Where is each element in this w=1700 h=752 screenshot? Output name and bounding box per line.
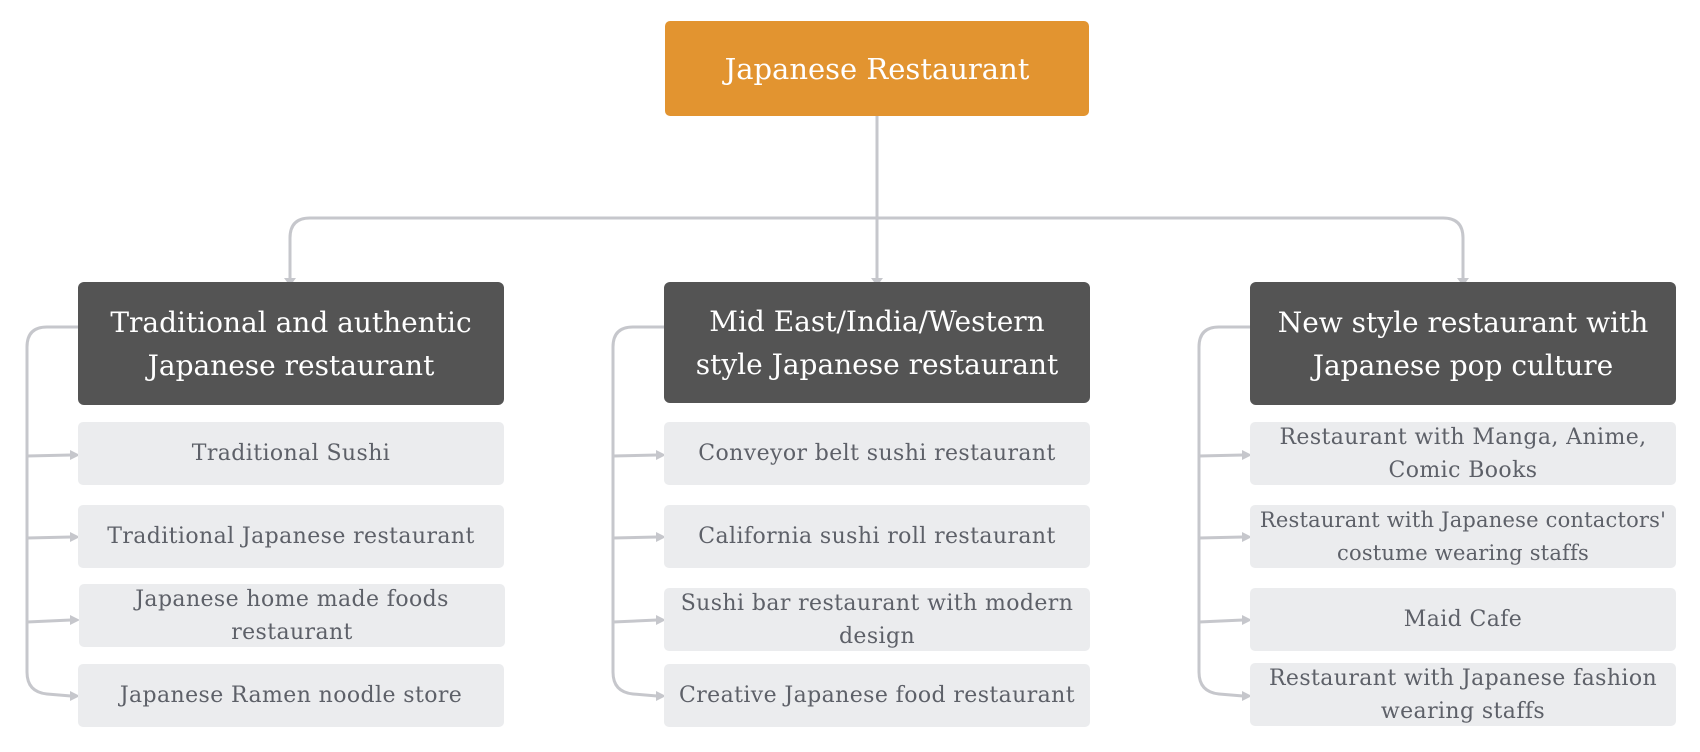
spur-left-2 xyxy=(26,535,72,540)
leaf-node[interactable]: Sushi bar restaurant with modern design xyxy=(664,588,1090,651)
spine-left-line xyxy=(25,325,78,698)
category-node-pop-culture[interactable]: New style restaurant with Japanese pop c… xyxy=(1250,282,1676,405)
spine-middle-line xyxy=(611,325,664,698)
leaf-node[interactable]: Restaurant with Japanese fashion wearing… xyxy=(1250,663,1676,726)
spur-middle-1 xyxy=(612,453,658,458)
arrow-middle-3 xyxy=(656,615,666,625)
arrow-right-3 xyxy=(1242,615,1252,625)
arrow-middle-2 xyxy=(656,532,666,542)
spur-left-3 xyxy=(26,618,72,624)
branch-left-line xyxy=(288,216,877,278)
arrow-middle-1 xyxy=(656,450,666,460)
category-node-traditional[interactable]: Traditional and authentic Japanese resta… xyxy=(78,282,504,405)
arrow-left-4 xyxy=(70,691,80,701)
spur-right-2 xyxy=(1198,535,1244,540)
arrow-right-4 xyxy=(1242,691,1252,701)
category-node-fusion[interactable]: Mid East/India/Western style Japanese re… xyxy=(664,282,1090,403)
leaf-node[interactable]: Restaurant with Japanese contactors' cos… xyxy=(1250,505,1676,568)
arrow-left-2 xyxy=(70,532,80,542)
arrow-middle-4 xyxy=(656,691,666,701)
spur-middle-3 xyxy=(612,618,658,624)
leaf-node[interactable]: Conveyor belt sushi restaurant xyxy=(664,422,1090,485)
spur-right-3 xyxy=(1198,618,1244,624)
spur-left-1 xyxy=(26,453,72,458)
leaf-node[interactable]: California sushi roll restaurant xyxy=(664,505,1090,568)
leaf-node[interactable]: Japanese Ramen noodle store xyxy=(78,664,504,727)
spur-middle-2 xyxy=(612,535,658,540)
arrow-right-1 xyxy=(1242,450,1252,460)
branch-right-line xyxy=(877,216,1465,278)
spur-right-1 xyxy=(1198,453,1244,458)
spine-right-line xyxy=(1197,325,1250,698)
leaf-node[interactable]: Restaurant with Manga, Anime, Comic Book… xyxy=(1250,422,1676,485)
leaf-node[interactable]: Traditional Sushi xyxy=(78,422,504,485)
arrow-left-1 xyxy=(70,450,80,460)
leaf-node[interactable]: Traditional Japanese restaurant xyxy=(78,505,504,568)
leaf-node[interactable]: Creative Japanese food restaurant xyxy=(664,664,1090,727)
leaf-node[interactable]: Maid Cafe xyxy=(1250,588,1676,651)
arrow-right-2 xyxy=(1242,532,1252,542)
arrow-left-3 xyxy=(70,615,80,625)
leaf-node[interactable]: Japanese home made foods restaurant xyxy=(79,584,505,647)
root-node[interactable]: Japanese Restaurant xyxy=(665,21,1089,116)
